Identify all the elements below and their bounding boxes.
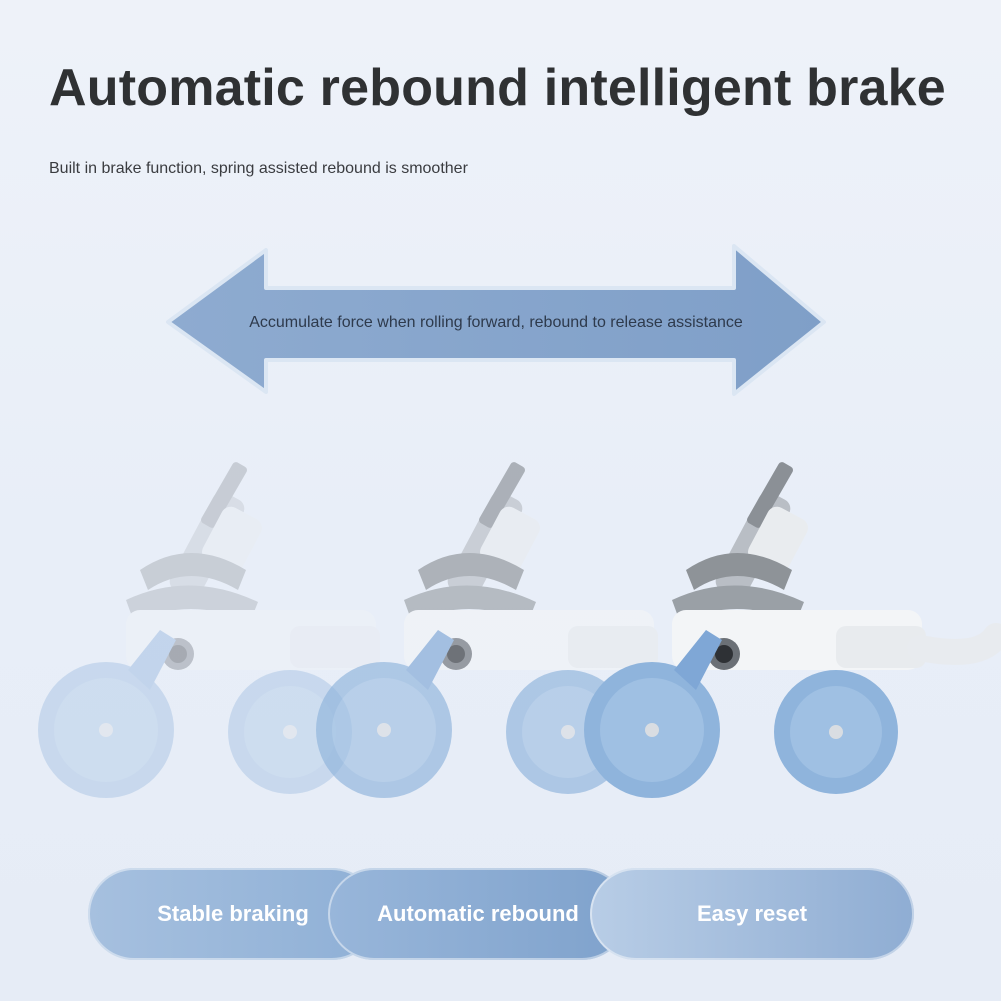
arrow-caption: Accumulate force when rolling forward, r… <box>249 314 743 331</box>
feature-easy-reset: Easy reset <box>590 868 914 960</box>
feature-pills: Stable braking Automatic rebound Easy re… <box>88 868 914 960</box>
page-subtitle: Built in brake function, spring assisted… <box>49 160 468 177</box>
feature-label: Automatic rebound <box>377 901 579 926</box>
feature-label: Easy reset <box>696 901 808 926</box>
feature-automatic-rebound: Automatic rebound <box>328 868 628 960</box>
ab-roller-illustration <box>38 460 1001 798</box>
feature-label: Stable braking <box>157 901 309 926</box>
page-title: Automatic rebound intelligent brake <box>49 59 946 117</box>
double-arrow-banner: Accumulate force when rolling forward, r… <box>160 242 832 402</box>
double-arrow-icon <box>166 244 826 396</box>
